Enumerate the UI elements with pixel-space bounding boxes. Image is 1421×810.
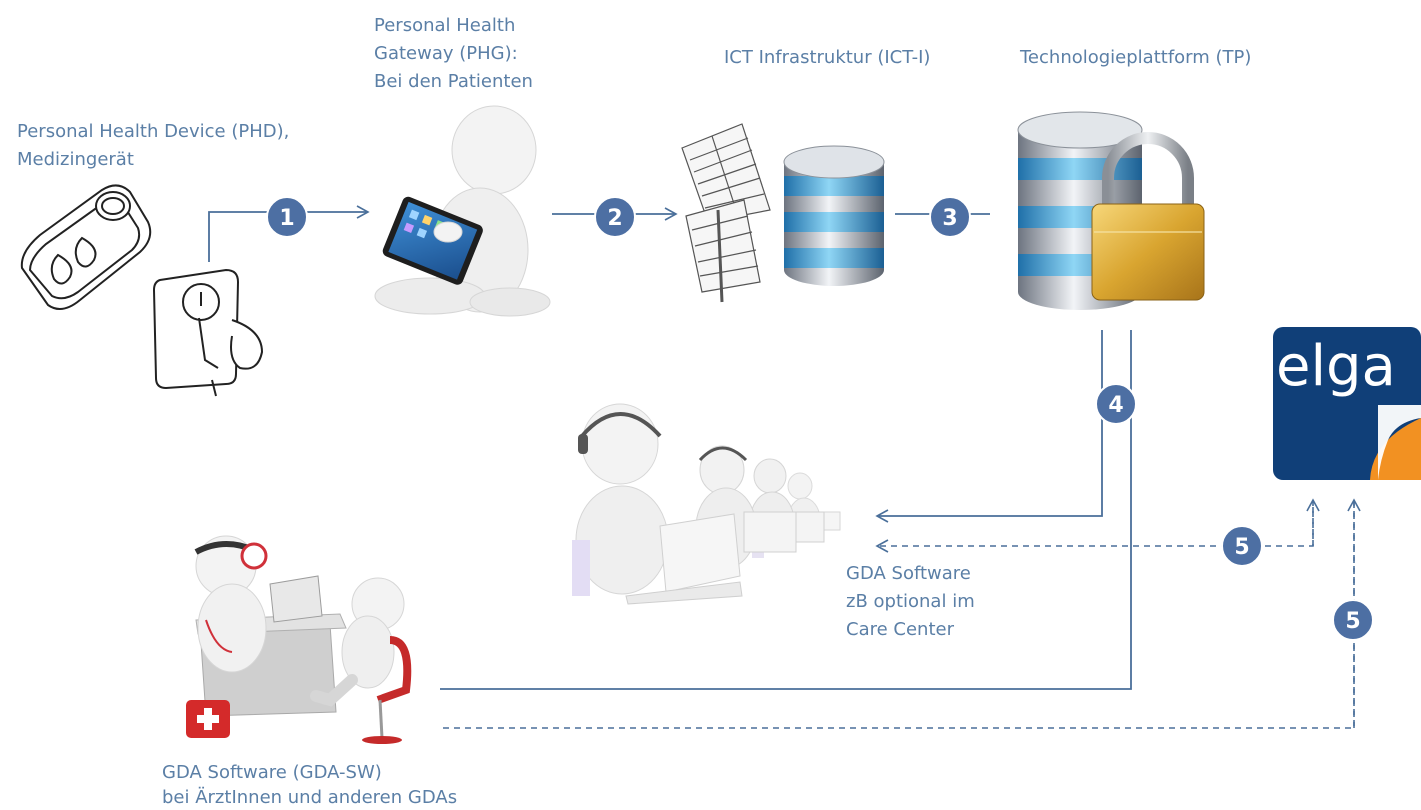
step-3-number: 3 bbox=[942, 206, 957, 231]
phg-label: Personal Health Gateway (PHG): Bei den P… bbox=[374, 12, 533, 96]
phd-label: Personal Health Device (PHD), Medizinger… bbox=[17, 118, 289, 174]
arrow-4-care-center bbox=[875, 330, 1103, 523]
tp-label: Technologieplattform (TP) bbox=[1020, 47, 1252, 68]
elga-logo: elga bbox=[1273, 327, 1421, 480]
phg-label-line-2: Gateway (PHG): bbox=[374, 43, 518, 64]
arrow-tp-gda-sw bbox=[423, 330, 1132, 696]
padlock-shackle bbox=[1102, 132, 1194, 206]
phg-label-line-1: Personal Health bbox=[374, 15, 516, 36]
step-5a-number: 5 bbox=[1234, 535, 1249, 560]
gda-care-label-line-1: GDA Software bbox=[846, 563, 971, 584]
gda-sw-label-line-2: bei ÄrztInnen und anderen GDAs bbox=[162, 787, 458, 808]
care-center-agents-icon bbox=[572, 403, 841, 605]
step-4-number: 4 bbox=[1108, 393, 1123, 418]
elga-logo-text: elga bbox=[1276, 334, 1396, 399]
phg-label-line-3: Bei den Patienten bbox=[374, 71, 533, 92]
step-badge-2: 2 bbox=[594, 196, 636, 238]
gda-care-label-line-3: Care Center bbox=[846, 619, 954, 640]
step-5b-number: 5 bbox=[1345, 609, 1360, 634]
step-badge-5a: 5 bbox=[1221, 525, 1263, 567]
doctor-consultation-icon bbox=[160, 516, 440, 750]
bathroom-scale-icon bbox=[20, 184, 152, 310]
database-icon bbox=[783, 145, 885, 286]
secure-database-icon bbox=[990, 106, 1210, 326]
gda-care-center-label: GDA Software zB optional im Care Center bbox=[846, 560, 975, 644]
phd-label-line-2: Medizingerät bbox=[17, 149, 134, 170]
antenna-icon bbox=[681, 123, 771, 303]
gda-sw-label: GDA Software (GDA-SW) bei ÄrztInnen und … bbox=[162, 760, 457, 810]
step-badge-3: 3 bbox=[929, 196, 971, 238]
gda-care-label-line-2: zB optional im bbox=[846, 591, 975, 612]
gda-sw-label-line-1: GDA Software (GDA-SW) bbox=[162, 762, 382, 783]
padlock-body bbox=[1091, 203, 1205, 301]
step-2-number: 2 bbox=[607, 206, 622, 231]
arrow-5b-elga-gda bbox=[423, 500, 1355, 735]
agent-1 bbox=[572, 403, 743, 605]
arrow-1 bbox=[208, 205, 370, 262]
step-1-number: 1 bbox=[279, 206, 294, 231]
step-badge-1: 1 bbox=[266, 196, 308, 238]
phd-label-line-1: Personal Health Device (PHD), bbox=[17, 121, 290, 142]
step-badge-4: 4 bbox=[1095, 383, 1137, 425]
dashed-lines bbox=[423, 498, 1361, 735]
ict-label: ICT Infrastruktur (ICT-I) bbox=[724, 47, 931, 68]
blood-pressure-monitor-icon bbox=[152, 268, 264, 397]
step-badge-5b: 5 bbox=[1332, 599, 1374, 641]
person-with-tablet-icon bbox=[374, 104, 552, 326]
